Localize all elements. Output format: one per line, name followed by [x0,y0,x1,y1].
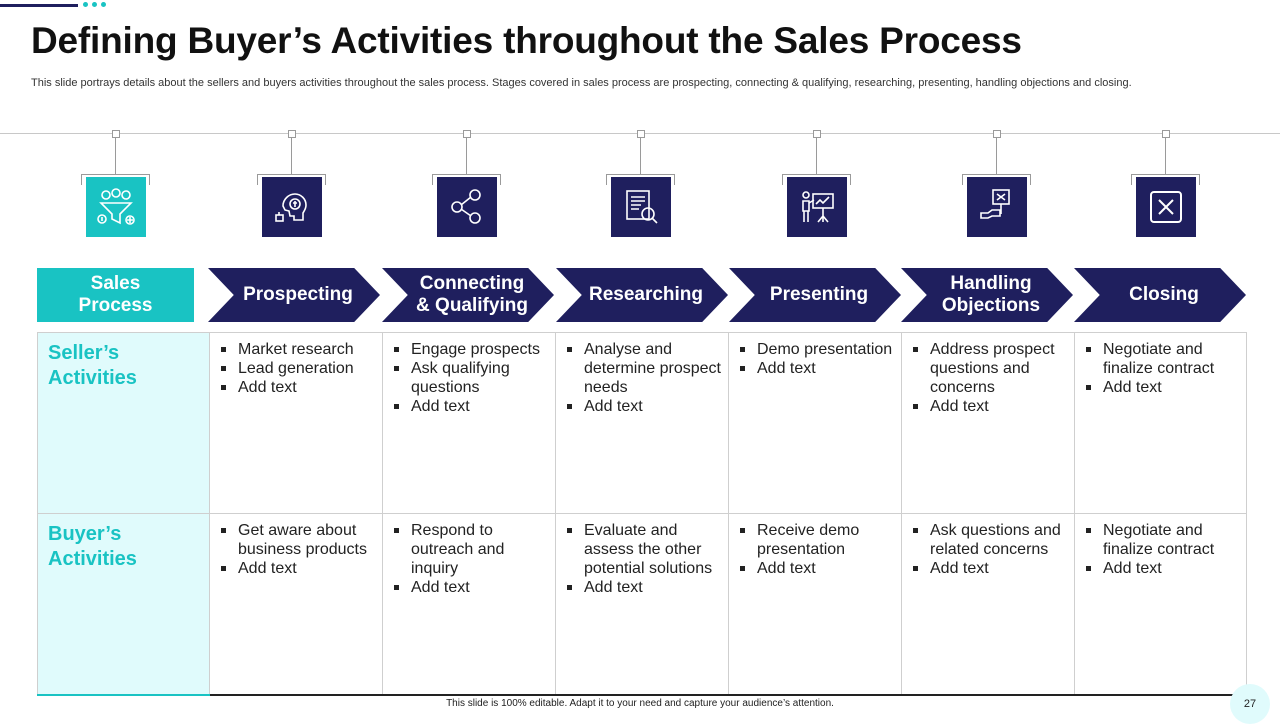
list-item: Add text [740,359,895,378]
stage-researching: Researching [556,268,728,322]
list-item: Get aware about business products [221,521,376,559]
list-item: Negotiate and finalize contract [1086,340,1240,378]
document-search-icon [611,177,671,237]
icon-column-researching [606,130,676,240]
list-item: Add text [740,559,895,578]
list-item: Ask questions and related concerns [913,521,1068,559]
stage-connecting-qualifying: Connecting& Qualifying [382,268,554,322]
stage-prospecting: Prospecting [208,268,380,322]
list-item: Respond to outreach and inquiry [394,521,549,578]
list-item: Add text [394,578,549,597]
icon-column-connecting [432,130,502,240]
stage-presenting: Presenting [729,268,901,322]
page-number: 27 [1230,684,1270,724]
slide-title: Defining Buyer’s Activities throughout t… [31,20,1022,61]
stage-closing: Closing [1074,268,1246,322]
idea-head-icon [262,177,322,237]
stage-label: Researching [588,284,704,305]
list-item: Engage prospects [394,340,549,359]
footer-note: This slide is 100% editable. Adapt it to… [446,698,834,709]
stage-label: Prospecting [243,284,353,305]
presentation-icon [787,177,847,237]
list-item: Add text [394,397,549,416]
stage-label: Closing [1129,284,1199,305]
list-item: Add text [1086,559,1240,578]
list-item: Add text [567,397,722,416]
list-item: Add text [221,378,376,397]
list-item: Receive demo presentation [740,521,895,559]
list-item: Lead generation [221,359,376,378]
icon-column-sales-process [81,130,151,240]
stage-label: Presenting [769,284,869,305]
icon-column-prospecting [257,130,327,240]
top-accent-dots [83,2,106,7]
bullet-list: Evaluate and assess the other potential … [556,521,728,597]
list-item: Add text [1086,378,1240,397]
list-item: Demo presentation [740,340,895,359]
slide-subtitle: This slide portrays details about the se… [31,77,1132,89]
network-icon [437,177,497,237]
top-accent-bar [0,4,78,7]
list-item: Negotiate and finalize contract [1086,521,1240,559]
list-item: Add text [913,397,1068,416]
close-box-icon [1136,177,1196,237]
list-item: Market research [221,340,376,359]
funnel-people-icon [86,177,146,237]
list-item: Evaluate and assess the other potential … [567,521,722,578]
stage-label: Connecting& Qualifying [416,273,528,316]
list-item: Analyse and determine prospect needs [567,341,721,396]
list-item: Add text [221,559,376,578]
list-item: Address prospect questions and concerns [913,340,1068,397]
hand-sign-icon [967,177,1027,237]
icon-column-presenting [782,130,852,240]
icon-column-closing [1131,130,1201,240]
list-item: Add text [913,559,1068,578]
table-cell: Evaluate and assess the other potential … [555,513,729,696]
icon-column-handling-objections [962,130,1032,240]
list-item: Ask qualifying questions [394,359,549,397]
list-item: Add text [567,578,722,597]
